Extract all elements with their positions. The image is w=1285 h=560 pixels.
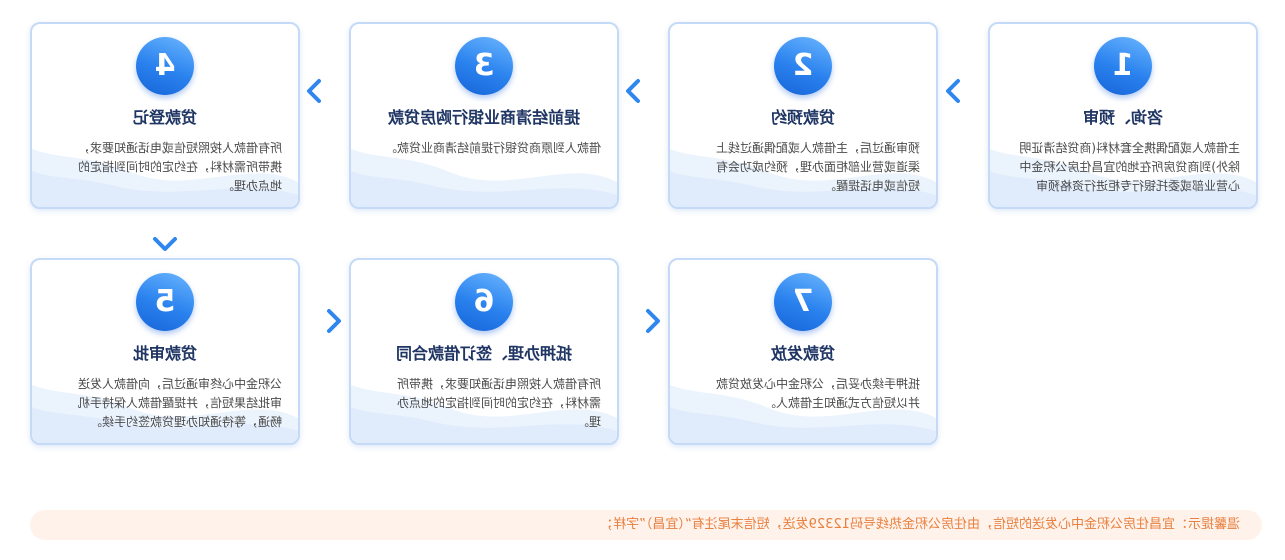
description-line: 预审通过后，主借款人或配偶通过线上: [715, 141, 920, 155]
step-description: 所有借款人按照短信或电话通知要求， 携带所需材料，在约定的时间到指定的 地点办理…: [32, 139, 298, 196]
step-card-1: 1 咨询、预审 主借款人或配偶携全套材料(商贷结清证明 除外)到商贷房所在地的宜…: [988, 22, 1258, 209]
step-description: 预审通过后，主借款人或配偶通过线上 渠道或营业部柜面办理，预约成功会有 短信或电…: [670, 139, 936, 196]
card-wave-decoration: [670, 149, 936, 207]
card-wave-decoration: [351, 149, 617, 207]
step-number-badge: 6: [455, 273, 513, 331]
step-description: 主借款人或配偶携全套材料(商贷结清证明 除外)到商贷房所在地的宜昌住房公积金中 …: [990, 139, 1256, 196]
step-number-badge: 4: [136, 37, 194, 95]
description-line: 心营业部或委托银行专柜进行资格预审: [1035, 179, 1240, 193]
step-title: 贷款发放: [771, 344, 836, 363]
description-line: 审批结果短信，并提醒借款人保持手机: [77, 396, 282, 410]
step-description: 借款人到原商贷银行提前结清商业贷款。: [351, 139, 617, 158]
step-title: 提前结清商业银行购房贷款: [388, 108, 581, 127]
description-line: 抵押手续办妥后，公积金中心发放贷款: [715, 377, 920, 391]
step-title: 咨询、预审: [1083, 108, 1164, 127]
step-number-badge: 3: [455, 37, 513, 95]
step-number-badge: 5: [136, 273, 194, 331]
description-line: 短信或电话提醒。: [823, 179, 920, 193]
description-line: 畅通，等待通知办理贷款签约手续。: [89, 415, 282, 429]
step-card-4: 4 贷款登记 所有借款人按照短信或电话通知要求， 携带所需材料，在约定的时间到指…: [30, 22, 300, 209]
description-line: 携带所需材料，在约定的时间到指定的: [77, 160, 282, 174]
description-line: 所有借款人按照电话通知要求，携带所: [396, 377, 601, 391]
notice-banner: 温馨提示：宜昌住房公积金中心发送的短信，由住房公积金热线号码12329发送，短信…: [30, 510, 1262, 540]
description-line: 渠道或营业部柜面办理，预约成功会有: [715, 160, 920, 174]
step-title: 抵押办理、签订借款合同: [396, 344, 573, 363]
step-number-badge: 1: [1094, 37, 1152, 95]
step-number-badge: 7: [774, 273, 832, 331]
description-line: 除外)到商贷房所在地的宜昌住房公积金中: [1019, 160, 1240, 174]
arrow-down-icon: [153, 218, 177, 251]
step-card-5: 5 贷款审批 公积金中心终审通过后，向借款人发送 审批结果短信，并提醒借款人保持…: [30, 258, 300, 445]
card-wave-decoration: [670, 385, 936, 443]
description-line: 理。: [576, 415, 601, 429]
description-line: 地点办理。: [221, 179, 282, 193]
step-card-6: 6 抵押办理、签订借款合同 所有借款人按照电话通知要求，携带所 需材料，在约定的…: [349, 258, 619, 445]
description-line: 主借款人或配偶携全套材料(商贷结清证明: [1019, 141, 1240, 155]
step-card-2: 2 贷款预约 预审通过后，主借款人或配偶通过线上 渠道或营业部柜面办理，预约成功…: [668, 22, 938, 209]
step-title: 贷款预约: [771, 108, 836, 127]
step-description: 抵押手续办妥后，公积金中心发放贷款 并以短信方式通知主借款人。: [670, 375, 936, 413]
step-number-badge: 2: [774, 37, 832, 95]
step-card-3: 3 提前结清商业银行购房贷款 借款人到原商贷银行提前结清商业贷款。: [349, 22, 619, 209]
card-wave-decoration: [351, 385, 617, 443]
arrow-left-icon: [624, 309, 660, 333]
step-description: 公积金中心终审通过后，向借款人发送 审批结果短信，并提醒借款人保持手机 畅通，等…: [32, 375, 298, 432]
step-title: 贷款审批: [133, 344, 198, 363]
step-title: 贷款登记: [133, 108, 198, 127]
arrow-right-icon: [946, 79, 982, 103]
description-line: 借款人到原商贷银行提前结清商业贷款。: [384, 141, 601, 155]
step-card-7: 7 贷款发放 抵押手续办妥后，公积金中心发放贷款 并以短信方式通知主借款人。: [668, 258, 938, 445]
card-wave-decoration: [32, 149, 298, 207]
description-line: 公积金中心终审通过后，向借款人发送: [77, 377, 282, 391]
card-wave-decoration: [990, 149, 1256, 207]
step-description: 所有借款人按照电话通知要求，携带所 需材料，在约定的时间到指定的地点办 理。: [351, 375, 617, 432]
arrow-right-icon: [307, 79, 343, 103]
description-line: 所有借款人按照短信或电话通知要求，: [77, 141, 282, 155]
card-wave-decoration: [32, 385, 298, 443]
arrow-left-icon: [305, 309, 341, 333]
description-line: 并以短信方式通知主借款人。: [763, 396, 920, 410]
description-line: 需材料，在约定的时间到指定的地点办: [396, 396, 601, 410]
arrow-right-icon: [626, 79, 662, 103]
